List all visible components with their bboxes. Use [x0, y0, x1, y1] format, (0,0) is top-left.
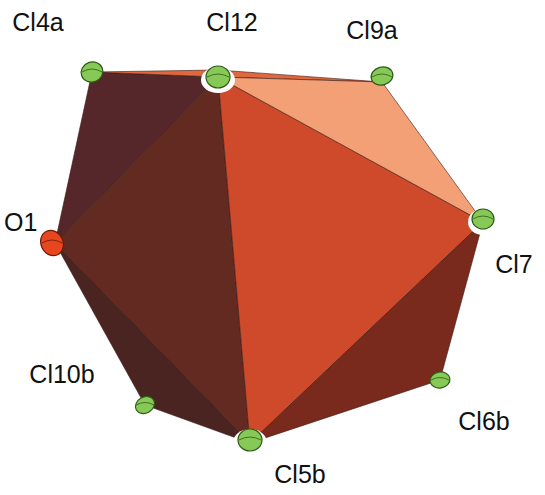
atom-label: Cl6b — [458, 409, 509, 434]
atom-label: Cl10b — [29, 362, 94, 387]
atom-label: Cl4a — [12, 10, 63, 35]
chlorine-atom — [78, 59, 106, 85]
chlorine-atom — [206, 66, 230, 88]
polyhedron-face — [250, 222, 483, 443]
atoms — [37, 59, 498, 457]
chlorine-atom — [472, 209, 494, 229]
chlorine-atom — [429, 370, 451, 389]
atom-label: Cl7 — [495, 252, 533, 277]
oxygen-atom — [37, 227, 68, 260]
chlorine-atom — [238, 429, 262, 451]
polyhedron-face — [218, 77, 483, 222]
chlorine-atom — [132, 393, 157, 417]
atom-label: Cl9a — [346, 18, 397, 43]
polyhedron-face — [55, 77, 250, 443]
atom-label: Cl5b — [274, 462, 325, 487]
atom-label: Cl12 — [206, 10, 257, 35]
chlorine-atom — [369, 64, 395, 87]
polyhedron-face — [218, 77, 483, 443]
atom-label: O1 — [4, 210, 37, 235]
